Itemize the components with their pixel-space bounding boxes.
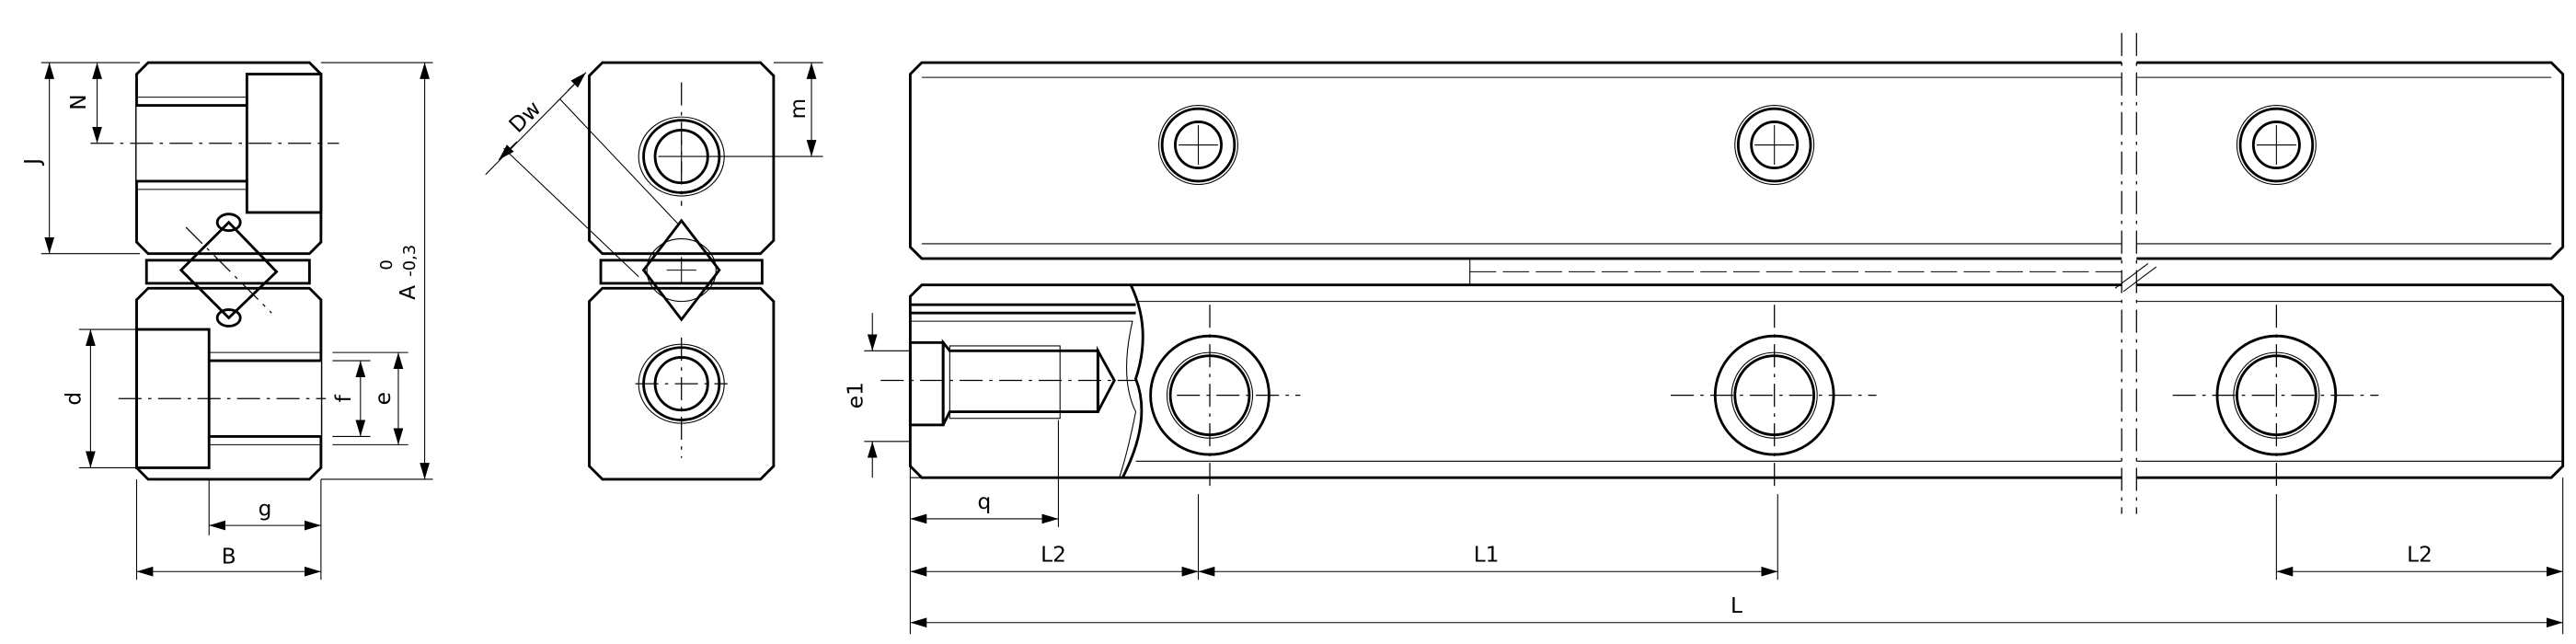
dim-label-g: g — [259, 496, 272, 521]
lower-hole — [635, 338, 728, 458]
dim-label-A: A — [396, 285, 420, 300]
dim-label-e1: e1 — [844, 382, 868, 408]
dim-label-Dw: Dw — [504, 97, 546, 138]
upper-rail — [908, 61, 2565, 260]
upper-hole-2 — [1734, 105, 1815, 186]
upper-rail-section — [90, 61, 339, 256]
threaded-hole — [880, 339, 1136, 427]
cage-strip — [144, 259, 311, 285]
dim-label-L: L — [1731, 593, 1742, 618]
dim-label-L1: L1 — [1474, 542, 1500, 567]
dim-label-f: f — [331, 394, 356, 402]
ball — [641, 218, 721, 322]
dimension-lines — [864, 313, 2564, 635]
lower-rail-section — [118, 286, 327, 481]
dim-label-q: q — [978, 489, 992, 514]
rail-view: e1 q L2 L1 L2 L — [844, 32, 2565, 635]
roller — [178, 213, 279, 328]
upper-hole-1 — [1158, 105, 1238, 186]
dim-label-J: J — [20, 158, 45, 167]
break-line — [2114, 32, 2157, 514]
end-view: Dw m — [485, 61, 823, 481]
dim-label-e: e — [371, 392, 396, 405]
upper-hole-3 — [2236, 105, 2317, 186]
dim-label-A-tol-upper: 0 — [377, 259, 397, 270]
dim-label-A-tol-lower: -0,3 — [400, 245, 420, 277]
dim-label-m: m — [786, 98, 811, 120]
cage-strip — [1469, 258, 2129, 286]
dimension-lines — [40, 62, 433, 581]
dim-label-L2-left: L2 — [1041, 542, 1066, 567]
dim-label-d: d — [62, 392, 86, 406]
upper-hole — [638, 82, 823, 206]
dim-label-B: B — [222, 544, 236, 569]
section-view: J N d f e g B A 0 -0,3 — [20, 61, 433, 581]
dimension-lines — [485, 62, 823, 278]
lower-hole-3 — [2172, 305, 2379, 487]
dim-label-L2-right: L2 — [2407, 542, 2432, 567]
lower-hole-2 — [1670, 305, 1877, 487]
lower-hole-1 — [1149, 305, 1301, 487]
lower-rail — [880, 283, 2565, 487]
dim-label-N: N — [66, 94, 91, 109]
